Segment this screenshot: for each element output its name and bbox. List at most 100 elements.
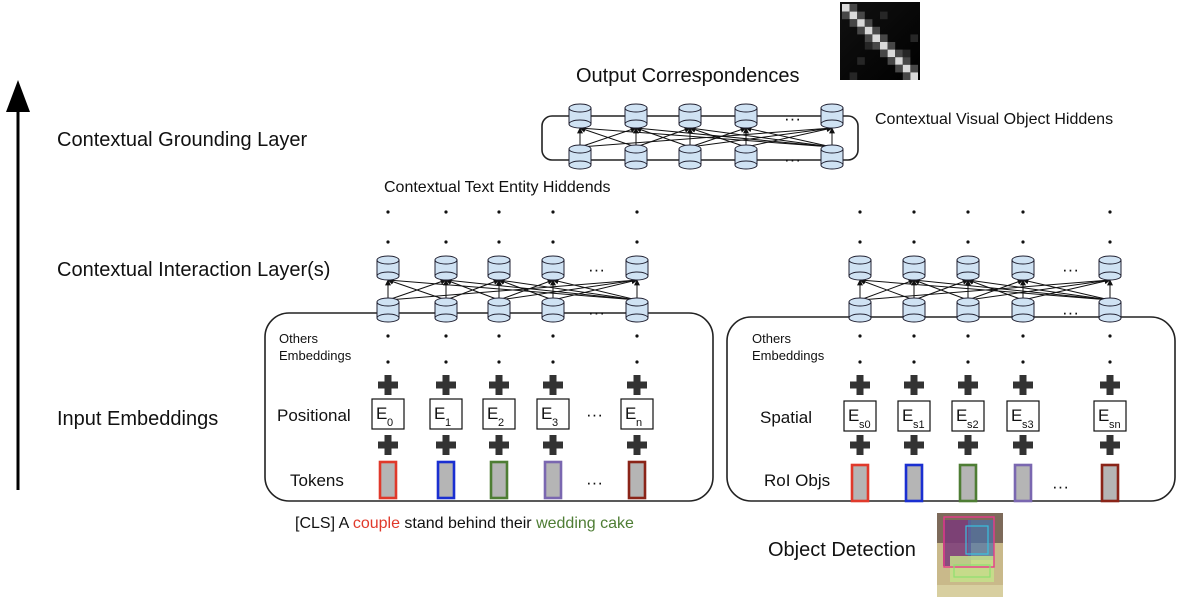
plus-v bbox=[1106, 435, 1114, 455]
node-top bbox=[734, 103, 758, 113]
dot bbox=[386, 360, 390, 364]
detection-image bbox=[937, 513, 1003, 597]
plus-icon bbox=[958, 435, 978, 455]
ellipsis-text: ··· bbox=[586, 473, 603, 492]
node-top bbox=[956, 297, 980, 307]
dot bbox=[1108, 240, 1112, 244]
node-bottom bbox=[624, 160, 648, 170]
ellipsis-text: ··· bbox=[784, 150, 801, 169]
node-top bbox=[1098, 297, 1122, 307]
token-rects bbox=[378, 460, 1120, 503]
edge-arrow bbox=[967, 279, 1024, 301]
plus-icon bbox=[378, 375, 398, 395]
node-top bbox=[1011, 255, 1035, 265]
node-bottom bbox=[376, 313, 400, 323]
cylinder-node-icon bbox=[678, 144, 702, 170]
dot bbox=[912, 360, 916, 364]
node-top bbox=[625, 255, 649, 265]
dot bbox=[635, 334, 639, 338]
node-bottom bbox=[1098, 313, 1122, 323]
plus-icon bbox=[489, 435, 509, 455]
visual-hiddens-label: Contextual Visual Object Hiddens bbox=[875, 111, 1113, 128]
cylinder-node-icon bbox=[820, 144, 844, 170]
cylinder-node-icon bbox=[624, 144, 648, 170]
ellipsis-group: ··························· bbox=[586, 109, 1079, 496]
dot bbox=[1108, 360, 1112, 364]
cylinder-node-icon bbox=[1011, 297, 1035, 323]
heat-cell bbox=[864, 19, 873, 27]
cylinder-node-icon bbox=[434, 255, 458, 281]
dot bbox=[912, 240, 916, 244]
node-top bbox=[624, 144, 648, 154]
node-top bbox=[568, 103, 592, 113]
token-rect bbox=[904, 463, 924, 503]
dot bbox=[1021, 334, 1025, 338]
node-bottom bbox=[434, 313, 458, 323]
node-top bbox=[376, 255, 400, 265]
node-bottom bbox=[734, 160, 758, 170]
vertical-dots bbox=[386, 210, 1112, 364]
heat-cell bbox=[887, 49, 896, 58]
node-bottom bbox=[487, 313, 511, 323]
edge-arrow bbox=[579, 125, 833, 148]
e-box-label: E bbox=[434, 404, 445, 423]
edge-arrow bbox=[689, 126, 747, 148]
heat-cell bbox=[864, 26, 873, 35]
edge-arrow bbox=[689, 125, 833, 148]
heat-cell bbox=[895, 64, 903, 73]
heat-cell bbox=[902, 49, 911, 58]
node-top bbox=[624, 103, 648, 113]
dot bbox=[497, 360, 501, 364]
heat-cell bbox=[910, 34, 918, 42]
heat-cell bbox=[880, 11, 888, 20]
cylinder-node-icon bbox=[1098, 255, 1122, 281]
grounding-layer-label: Contextual Grounding Layer bbox=[57, 129, 307, 151]
visual-others-label-2: Embeddings bbox=[752, 348, 825, 363]
e-box-label: E bbox=[902, 406, 913, 425]
node-bottom bbox=[678, 119, 702, 129]
node-bottom bbox=[625, 271, 649, 281]
token-rect bbox=[627, 460, 647, 500]
ellipsis-text: ··· bbox=[1062, 260, 1079, 279]
node-bottom bbox=[541, 313, 565, 323]
plus-v bbox=[964, 375, 972, 395]
ellipsis-text: ··· bbox=[588, 260, 605, 279]
visual-others-label-1: Others bbox=[752, 331, 792, 346]
sentence-entity-couple: couple bbox=[353, 515, 400, 532]
edge-arrow bbox=[1022, 278, 1111, 301]
node-bottom bbox=[848, 271, 872, 281]
heat-cell bbox=[880, 49, 888, 58]
dot bbox=[1021, 210, 1025, 214]
node-top bbox=[434, 297, 458, 307]
plus-icon bbox=[1100, 435, 1120, 455]
dot bbox=[444, 210, 448, 214]
node-bottom bbox=[820, 119, 844, 129]
edge-arrow bbox=[745, 126, 833, 148]
edge-arrow bbox=[498, 279, 554, 301]
cylinder-node-icon bbox=[848, 255, 872, 281]
dot bbox=[635, 210, 639, 214]
node-bottom bbox=[956, 271, 980, 281]
edge-arrow bbox=[445, 277, 638, 301]
output-correspondences-label: Output Correspondences bbox=[576, 65, 799, 87]
e-box-frame bbox=[371, 398, 405, 430]
node-top bbox=[625, 297, 649, 307]
dot bbox=[635, 240, 639, 244]
edge-arrow bbox=[635, 125, 833, 148]
node-bottom bbox=[376, 271, 400, 281]
e-box-frame bbox=[1006, 400, 1040, 432]
node-top bbox=[734, 144, 758, 154]
heat-cell bbox=[857, 11, 865, 20]
plus-v bbox=[856, 435, 864, 455]
roi-label: RoI Objs bbox=[764, 471, 830, 490]
ellipsis-text: ··· bbox=[784, 109, 801, 128]
node-bottom bbox=[568, 119, 592, 129]
plus-icon bbox=[1013, 375, 1033, 395]
node-top bbox=[541, 255, 565, 265]
cylinder-node-icon bbox=[902, 297, 926, 323]
token-rect bbox=[958, 463, 978, 503]
node-bottom bbox=[848, 313, 872, 323]
